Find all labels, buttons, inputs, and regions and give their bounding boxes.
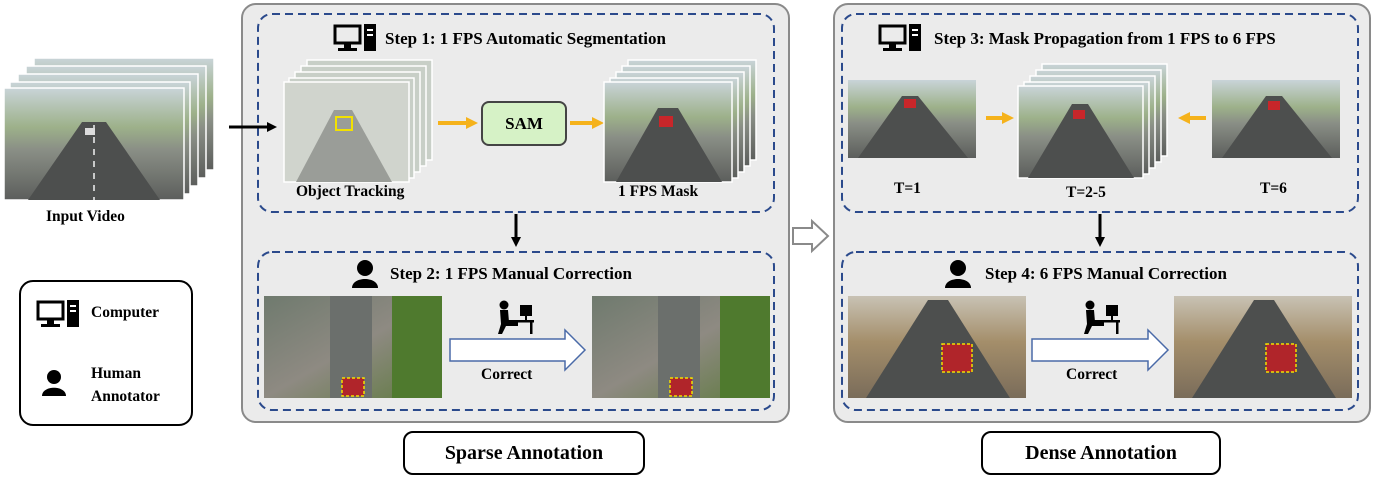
step2-after-image xyxy=(592,296,770,398)
step4-title: Step 4: 6 FPS Manual Correction xyxy=(985,264,1227,283)
step2-before-image xyxy=(264,296,442,398)
annotator-desk-icon xyxy=(498,300,534,334)
legend-human-label-line2: Annotator xyxy=(91,388,160,405)
sparse-annotation-text: Sparse Annotation xyxy=(444,441,604,464)
mask-label: 1 FPS Mask xyxy=(618,183,699,200)
legend-computer-label: Computer xyxy=(91,304,160,321)
step2-box xyxy=(257,251,775,411)
step2-correct-arrow xyxy=(449,328,587,372)
computer-icon xyxy=(878,24,921,51)
person-icon xyxy=(42,370,66,396)
frame-label-t1: T=1 xyxy=(894,180,921,197)
input-video-label: Input Video xyxy=(46,208,125,225)
frame-label-t6: T=6 xyxy=(1260,180,1287,197)
person-icon xyxy=(945,260,971,288)
object-tracking-label: Object Tracking xyxy=(296,183,405,200)
step2-title: Step 2: 1 FPS Manual Correction xyxy=(390,264,632,283)
sam-label: SAM xyxy=(505,113,543,133)
computer-icon xyxy=(36,300,79,327)
step3-frame-stack xyxy=(1017,63,1168,179)
step4-correct-label: Correct xyxy=(1066,366,1118,383)
person-icon xyxy=(352,260,378,288)
dense-annotation-label: Dense Annotation xyxy=(981,431,1221,475)
legend-box xyxy=(19,280,193,426)
step4-correct-arrow xyxy=(1031,328,1170,372)
step4-box xyxy=(841,251,1359,411)
step3-title: Step 3: Mask Propagation from 1 FPS to 6… xyxy=(934,29,1276,48)
step2-correct-label: Correct xyxy=(481,366,533,383)
computer-icon xyxy=(333,24,376,51)
step3-frame-t6 xyxy=(1212,80,1340,158)
frame-label-t2-5: T=2-5 xyxy=(1066,184,1106,201)
mask-frames xyxy=(603,59,757,183)
sparse-to-dense-arrow xyxy=(792,218,830,254)
sparse-annotation-label: Sparse Annotation xyxy=(403,431,645,475)
annotator-desk-icon xyxy=(1084,300,1120,334)
legend-human-label-line1: Human xyxy=(91,365,141,382)
step4-after-image xyxy=(1174,296,1352,398)
sam-model-box: SAM xyxy=(481,101,567,146)
object-tracking-frames xyxy=(283,59,433,183)
step3-frame-t1 xyxy=(848,80,976,158)
step1-title: Step 1: 1 FPS Automatic Segmentation xyxy=(385,29,666,48)
step4-before-image xyxy=(848,296,1026,398)
input-video-stack xyxy=(3,57,215,201)
dense-annotation-text: Dense Annotation xyxy=(1025,441,1177,464)
